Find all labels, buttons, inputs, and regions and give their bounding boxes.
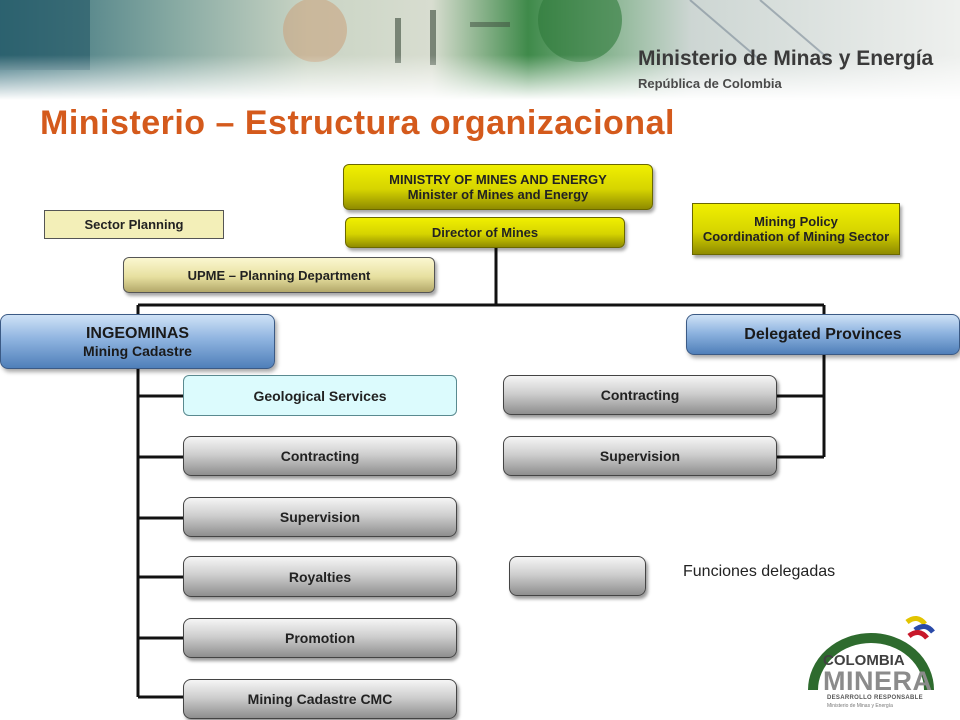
- ministry-box: MINISTRY OF MINES AND ENERGY Minister of…: [343, 164, 653, 210]
- mining-policy-box: Mining Policy Coordination of Mining Sec…: [692, 203, 900, 255]
- colombia-minera-logo: COLOMBIA MINERA DESARROLLO RESPONSABLE M…: [805, 600, 955, 715]
- mining-policy-subtitle: Coordination of Mining Sector: [702, 229, 890, 244]
- ministry-box-title: MINISTRY OF MINES AND ENERGY: [389, 172, 607, 187]
- legend-label: Funciones delegadas: [683, 563, 836, 580]
- delegated-provinces-label: Delegated Provinces: [744, 325, 902, 343]
- upme-label: UPME – Planning Department: [187, 267, 371, 283]
- logo-text-tagline: DESARROLLO RESPONSABLE: [827, 695, 923, 701]
- director-of-mines-box: Director of Mines: [345, 217, 625, 248]
- province-unit-supervision: Supervision: [503, 436, 777, 476]
- unit-geological-services: Geological Services: [183, 375, 457, 416]
- director-of-mines-label: Director of Mines: [431, 225, 539, 240]
- unit-label: Royalties: [288, 568, 352, 585]
- ingeominas-box: INGEOMINAS Mining Cadastre: [0, 314, 275, 369]
- unit-label: Contracting: [280, 448, 360, 464]
- unit-label: Geological Services: [253, 387, 387, 404]
- delegated-provinces-box: Delegated Provinces: [686, 314, 960, 355]
- unit-label: Supervision: [599, 448, 681, 464]
- ministry-box-subtitle: Minister of Mines and Energy: [407, 187, 589, 202]
- ministry-country: República de Colombia: [638, 76, 782, 91]
- unit-label: Mining Cadastre CMC: [247, 691, 393, 707]
- page-title: Ministerio – Estructura organizacional: [40, 104, 675, 142]
- unit-promotion: Promotion: [183, 618, 457, 658]
- unit-label: Supervision: [279, 509, 361, 525]
- ingeominas-title: INGEOMINAS: [85, 324, 190, 342]
- logo-arc-graphic: [808, 616, 935, 691]
- ministry-name: Ministerio de Minas y Energía: [638, 47, 934, 70]
- sector-planning-label: Sector Planning: [84, 217, 184, 232]
- legend-swatch: [509, 556, 646, 596]
- unit-contracting: Contracting: [183, 436, 457, 476]
- upme-box: UPME – Planning Department: [123, 257, 435, 293]
- province-unit-contracting: Contracting: [503, 375, 777, 415]
- unit-mining-cadastre-cmc: Mining Cadastre CMC: [183, 679, 457, 719]
- logo-text-minera: MINERA: [823, 666, 933, 696]
- sector-planning-box: Sector Planning: [44, 210, 224, 239]
- logo-text-ministry: Ministerio de Minas y Energía: [827, 703, 893, 709]
- banner-photo-collage: [0, 0, 831, 70]
- mining-policy-title: Mining Policy: [754, 214, 838, 229]
- header-banner: [0, 0, 960, 100]
- ingeominas-subtitle: Mining Cadastre: [83, 342, 192, 359]
- unit-label: Promotion: [285, 630, 355, 646]
- unit-royalties: Royalties: [183, 556, 457, 597]
- unit-label: Contracting: [600, 387, 680, 403]
- logo-text-colombia: COLOMBIA: [823, 652, 905, 669]
- unit-supervision: Supervision: [183, 497, 457, 537]
